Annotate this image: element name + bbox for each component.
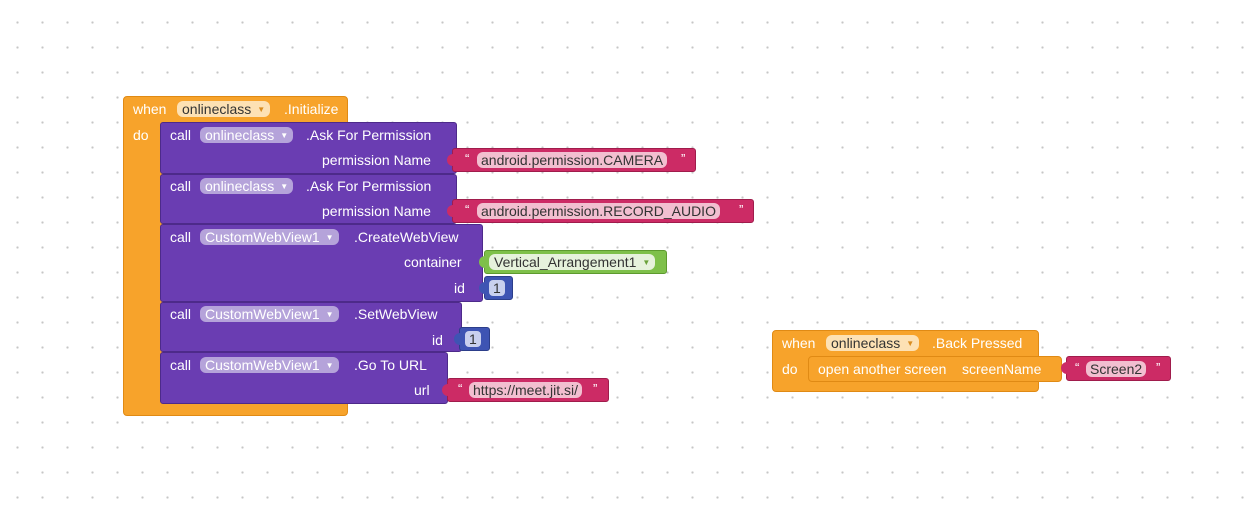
chevron-down-icon: ▼ [325,310,334,319]
chevron-down-icon: ▼ [280,182,289,191]
method-label: .CreateWebView [354,229,459,245]
component-name: CustomWebView1 [205,357,320,373]
back-pressed-do-label: do [782,361,798,377]
component-dropdown[interactable]: onlineclass ▼ [200,178,294,194]
chevron-down-icon: ▼ [325,361,334,370]
back-pressed-component-name: onlineclass [831,335,901,351]
output-plug [1061,362,1067,374]
method-label: .Ask For Permission [306,178,432,194]
initialize-component-name: onlineclass [182,101,252,117]
back-pressed-when-label: when [782,335,816,351]
component-name: CustomWebView1 [205,306,320,322]
param-container-label: container [404,254,462,270]
chevron-down-icon: ▼ [642,258,651,267]
chevron-down-icon: ▼ [280,131,289,140]
chevron-down-icon: ▼ [906,339,915,348]
back-pressed-event-label: .Back Pressed [932,335,1023,351]
number-field[interactable]: 1 [489,280,505,296]
param-id-label: id [454,280,465,296]
open-another-screen-label: open another screen [818,361,947,377]
initialize-event-label: .Initialize [284,101,339,117]
component-dropdown[interactable]: CustomWebView1 ▼ [200,357,339,373]
output-plug [442,384,448,396]
quote-open: “ [1075,360,1080,375]
param-label: permission Name [322,203,431,219]
method-label: .Go To URL [354,357,427,373]
param-label: permission Name [322,152,431,168]
quote-open: “ [458,381,463,396]
back-pressed-component-dropdown[interactable]: onlineclass ▼ [826,335,920,351]
param-id-label: id [432,332,443,348]
output-plug [447,154,453,166]
container-dropdown[interactable]: Vertical_Arrangement1 ▼ [489,254,656,270]
text-field-camera[interactable]: android.permission.CAMERA [477,152,668,168]
quote-close: ” [593,381,598,396]
component-dropdown[interactable]: onlineclass ▼ [200,127,294,143]
text-field-url[interactable]: https://meet.jit.si/ [469,382,583,398]
text-field-audio[interactable]: android.permission.RECORD_AUDIO [477,203,720,219]
number-field[interactable]: 1 [465,331,481,347]
initialize-when-label: when [133,101,167,117]
call-label: call [170,127,192,143]
component-name: onlineclass [205,178,275,194]
component-name: onlineclass [205,127,275,143]
container-name: Vertical_Arrangement1 [494,254,637,270]
component-dropdown[interactable]: CustomWebView1 ▼ [200,306,339,322]
chevron-down-icon: ▼ [325,233,334,242]
quote-close: ” [681,151,686,166]
param-url-label: url [414,382,430,398]
screen-name-param-label: screenName [962,361,1042,377]
chevron-down-icon: ▼ [257,105,266,114]
quote-close: ” [739,202,744,217]
call-label: call [170,178,192,194]
text-field-screen2[interactable]: Screen2 [1086,361,1147,377]
method-label: .Ask For Permission [306,127,432,143]
component-dropdown[interactable]: CustomWebView1 ▼ [200,229,339,245]
component-name: CustomWebView1 [205,229,320,245]
quote-close: ” [1156,360,1161,375]
method-label: .SetWebView [354,306,438,322]
initialize-component-dropdown[interactable]: onlineclass ▼ [177,101,271,117]
output-plug [479,256,485,268]
call-label: call [170,357,192,373]
quote-open: “ [465,151,470,166]
call-label: call [170,229,192,245]
call-label: call [170,306,192,322]
quote-open: “ [465,202,470,217]
initialize-do-label: do [133,127,149,143]
output-plug [447,205,453,217]
output-plug [454,333,460,345]
output-plug [479,282,485,294]
open-another-screen-block[interactable] [808,356,1062,382]
